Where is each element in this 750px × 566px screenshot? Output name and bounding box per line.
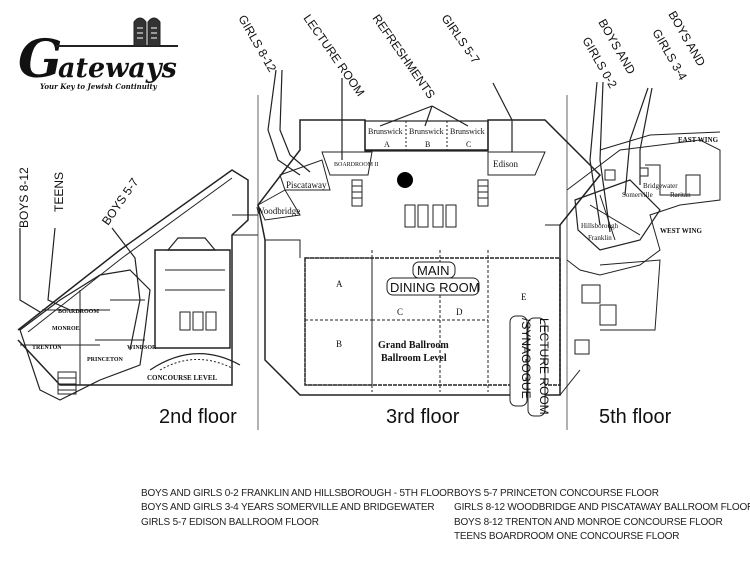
floor-label-5th: 5th floor [599, 406, 672, 428]
west-wing-label: WEST WING [660, 227, 703, 235]
grand-ballroom-title: Grand Ballroom [378, 340, 449, 351]
east-wing-label: EAST WING [678, 136, 719, 144]
ballroom-section-d: D [456, 307, 463, 317]
grand-ballroom-level: Ballroom Level [381, 353, 447, 364]
legend-item: TEENS BOARDROOM ONE CONCOURSE FLOOR [454, 530, 680, 542]
legend-left: BOYS AND GIRLS 0-2 FRANKLIN AND HILLSBOR… [141, 487, 454, 530]
legend-item: GIRLS 8-12 WOODBRIDGE AND PISCATAWAY BAL… [454, 502, 750, 514]
logo-wordmark: ateways [58, 53, 177, 84]
room-somerville: Somerville [622, 191, 653, 199]
fifth-floor-plan [559, 131, 721, 396]
room-monroe: MONROE [52, 326, 80, 332]
callout-teens: TEENS [52, 172, 66, 212]
room-hillsborough: Hillsborough [581, 222, 618, 230]
fifth-floor-callouts [589, 81, 653, 233]
callout-boys-5-7: BOYS 5-7 [99, 175, 142, 228]
room-edison: Edison [493, 159, 519, 169]
room-piscataway: Piscataway [286, 180, 327, 190]
legend-item: BOYS 5-7 PRINCETON CONCOURSE FLOOR [454, 488, 659, 499]
room-concourse-level: CONCOURSE LEVEL [147, 374, 218, 382]
main-dining-line2: DINING ROOM [390, 280, 480, 295]
main-dining-room-label: MAIN DINING ROOM [386, 261, 480, 296]
second-floor-rooms: BOARDROOM MONROE TRENTON WINDSOR PRINCET… [32, 309, 218, 382]
ballroom-section-b: B [336, 339, 342, 349]
room-trenton: TRENTON [32, 345, 62, 351]
legend-right: BOYS 5-7 PRINCETON CONCOURSE FLOOR GIRLS… [454, 487, 750, 544]
room-boardroom: BOARDROOM [58, 309, 99, 315]
room-princeton: PRINCETON [87, 357, 124, 363]
ballroom-section-c: C [397, 307, 403, 317]
third-floor-rooms: Brunswick Brunswick Brunswick A B C Edis… [256, 127, 527, 364]
logo-tagline: Your Key to Jewish Continuity [40, 82, 158, 91]
gateways-logo: G ateways Your Key to Jewish Continuity [18, 17, 178, 91]
room-brunswick-section-b: B [425, 140, 430, 149]
legend-item: GIRLS 5-7 EDISON BALLROOM FLOOR [141, 516, 319, 528]
callout-girls-5-7: GIRLS 5-7 [439, 12, 483, 67]
ballroom-section-a: A [336, 279, 343, 289]
callout-boys-8-12: BOYS 8-12 [17, 167, 31, 228]
legend-item: BOYS AND GIRLS 0-2 FRANKLIN AND HILLSBOR… [141, 488, 454, 499]
legend-item: BOYS 8-12 TRENTON AND MONROE CONCOURSE F… [454, 516, 723, 528]
lecture-synagogue-line2: /SYNAGOGUE [519, 318, 533, 399]
room-woodbridge: Woodbridge [256, 206, 300, 216]
fifth-floor-rooms: EAST WING WEST WING Somerville Bridgewat… [581, 136, 719, 242]
third-floor-plan [257, 119, 602, 396]
room-franklin: Franklin [588, 234, 612, 242]
lecture-synagogue-line1: LECTURE ROOM [537, 318, 551, 415]
room-raritan: Raritan [670, 191, 691, 199]
ballroom-section-e: E [521, 292, 527, 302]
third-floor-callouts [267, 69, 513, 176]
callout-lecture-room: LECTURE ROOM [301, 12, 368, 99]
floor-label-3rd: 3rd floor [386, 406, 460, 428]
callout-refreshments: REFRESHMENTS [370, 12, 438, 101]
room-bridgewater: Bridgewater [643, 182, 678, 190]
legend-item: BOYS AND GIRLS 3-4 YEARS SOMERVILLE AND … [141, 502, 435, 514]
floor-label-2nd: 2nd floor [159, 406, 237, 428]
tablets-icon [133, 17, 161, 47]
room-brunswick-section-a: A [384, 140, 390, 149]
room-brunswick-b: Brunswick [409, 127, 444, 136]
room-windsor: WINDSOR [127, 345, 157, 351]
room-boardroom-ii: BOARDROOM II [334, 162, 379, 168]
logo-letter-g: G [18, 29, 62, 90]
room-brunswick-section-c: C [466, 140, 471, 149]
main-dining-line1: MAIN [417, 263, 450, 278]
lecture-synagogue-label: LECTURE ROOM /SYNAGOGUE [509, 315, 551, 417]
room-brunswick-c: Brunswick [450, 127, 485, 136]
callout-girls-8-12: GIRLS 8-12 [235, 13, 279, 75]
second-floor-callouts [19, 227, 141, 351]
room-brunswick-a: Brunswick [368, 127, 403, 136]
second-floor-plan [17, 169, 258, 401]
